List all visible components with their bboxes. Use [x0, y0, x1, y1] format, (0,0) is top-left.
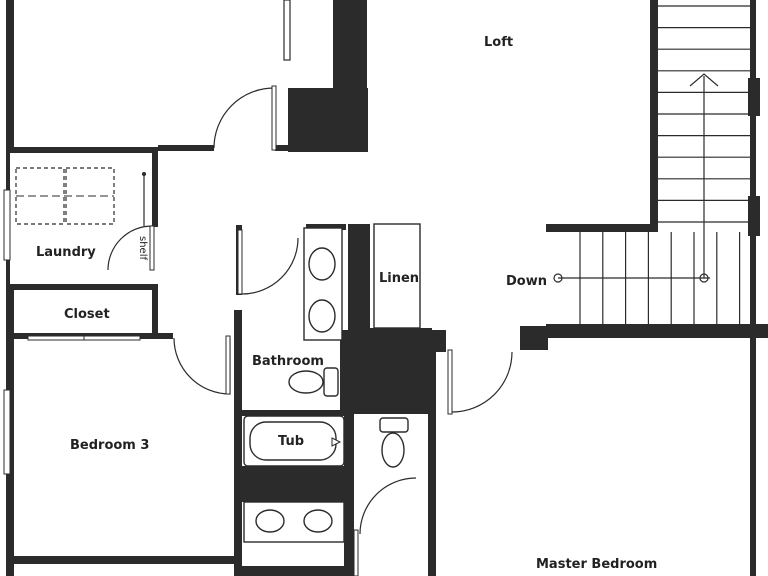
laundry-door-leaf: [149, 225, 155, 271]
column-upper: [333, 0, 367, 90]
wall-closet-left: [10, 290, 14, 338]
laundry-door: [107, 225, 153, 271]
stair-arrow-head-icon: [689, 73, 719, 87]
wc-toilet-tank: [379, 417, 409, 433]
bedroom3-window: [3, 389, 11, 475]
central-block: [348, 330, 428, 414]
master-door: [451, 351, 513, 413]
label-down: Down: [506, 274, 547, 289]
stair-marker-1: [553, 273, 563, 283]
wc-door: [359, 477, 417, 535]
laundry-window: [3, 189, 11, 261]
wall-master-top: [546, 324, 768, 338]
toilet-tank: [323, 367, 339, 397]
wall-bath-right: [340, 330, 350, 410]
label-laundry: Laundry: [36, 245, 96, 260]
wall-bedroom3-bottom: [10, 556, 236, 564]
wc-toilet-bowl: [381, 432, 405, 468]
hall-door: [213, 87, 275, 150]
label-bedroom3: Bedroom 3: [70, 438, 149, 453]
bedroom3-door-leaf: [225, 335, 231, 395]
laundry-appliances: [15, 167, 146, 226]
wall-master-corner: [436, 330, 446, 352]
doors: [3, 85, 513, 576]
wall-master-stub: [520, 326, 548, 350]
wall-wc-top: [348, 408, 432, 414]
labels: Loft Laundry Closet Bedroom 3 Bathroom L…: [36, 35, 657, 572]
sink-1: [308, 247, 336, 281]
wc-door-leaf: [353, 529, 359, 576]
master-door-leaf: [447, 349, 453, 415]
wall-bath-bottom: [242, 566, 354, 576]
stair-marker-2: [699, 273, 709, 283]
linen-closet: [373, 223, 421, 329]
wall-bedroom3-right: [234, 310, 242, 576]
wall-right: [750, 0, 756, 330]
label-tub: Tub: [278, 434, 304, 449]
lower-sink-2: [303, 509, 333, 533]
walls: [6, 0, 768, 576]
wall-stair-left: [650, 0, 658, 230]
wall-right-lower: [750, 338, 756, 576]
label-linen: Linen: [379, 271, 419, 286]
sink-2: [308, 299, 336, 333]
wall-tub-top: [242, 410, 350, 416]
closet-slider-1: [27, 335, 85, 341]
wall-hall-top: [158, 145, 214, 151]
label-loft: Loft: [484, 35, 513, 50]
tub-faucet-icon: [331, 437, 342, 447]
label-shelf: shelf: [137, 236, 148, 260]
column-lower: [288, 88, 368, 152]
wall-wc-right: [428, 330, 436, 576]
wall-left-upper: [6, 0, 14, 150]
label-master-bedroom: Master Bedroom: [536, 557, 657, 572]
wall-laundry-bottom: [10, 284, 158, 290]
washer: [15, 167, 65, 225]
wall-hall-top-2: [275, 145, 290, 151]
wall-closet-right: [152, 284, 158, 338]
shelf-bracket: [142, 172, 146, 176]
bathroom-fixtures: [243, 223, 421, 543]
window-post-2: [748, 196, 760, 236]
stairs: [553, 5, 750, 324]
wall-bedroom3-top-stub: [148, 333, 173, 339]
wall-laundry-top: [6, 147, 158, 153]
bath-door-leaf: [237, 229, 243, 295]
column-edge: [283, 0, 291, 61]
wall-stair-bottom: [546, 224, 658, 232]
wall-laundry-right: [152, 147, 158, 227]
toilet-bowl: [288, 370, 324, 394]
wall-lower-bath-divider: [242, 466, 352, 502]
closet-slider-2: [83, 335, 141, 341]
lower-sink-1: [255, 509, 285, 533]
label-closet: Closet: [64, 307, 110, 322]
bedroom3-door: [173, 337, 231, 395]
shaft-bath-linen: [348, 224, 370, 334]
bath-door: [241, 237, 299, 295]
window-post-1: [748, 78, 760, 116]
wall-lower-bath-right: [344, 410, 354, 576]
dryer: [65, 167, 115, 225]
label-bathroom: Bathroom: [252, 354, 324, 369]
hall-door-leaf: [271, 85, 277, 151]
wall-bath-top: [306, 224, 346, 230]
